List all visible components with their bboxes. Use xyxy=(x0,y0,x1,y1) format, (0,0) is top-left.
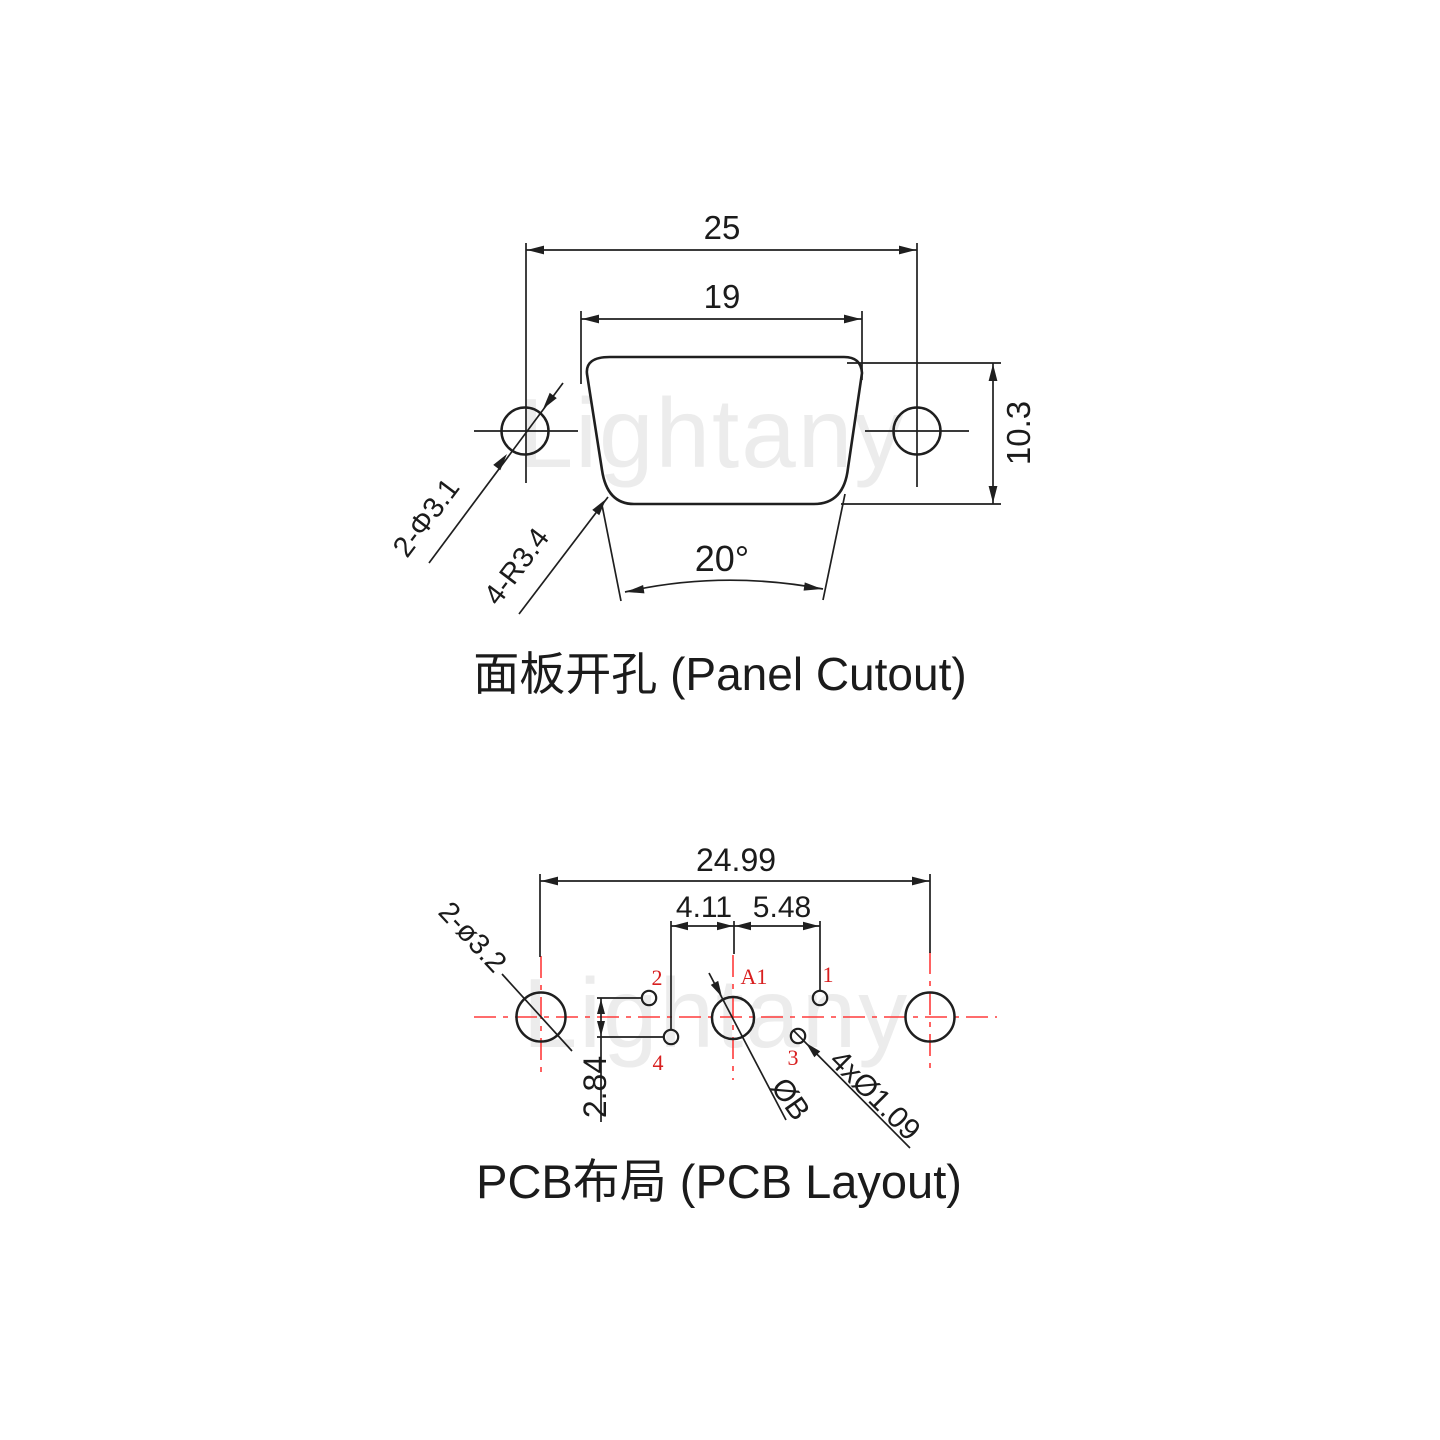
dim-2499-ext-lines xyxy=(539,874,931,957)
panel-hole-left-crosshair xyxy=(474,243,578,483)
dim-angle-text: 20° xyxy=(695,538,749,579)
pcb-pin-3 xyxy=(789,1027,807,1045)
taper-extension-lines xyxy=(601,493,846,602)
pin-label-1: 1 xyxy=(823,962,834,987)
watermark-top: Lightany xyxy=(519,378,906,488)
pin-label-3: 3 xyxy=(788,1045,799,1070)
arrowhead xyxy=(899,245,916,255)
d-cutout-outline xyxy=(585,355,864,506)
dim-284-ext-lines xyxy=(597,997,664,1038)
dim-2499-text: 24.99 xyxy=(696,842,776,878)
panel-cutout-title: 面板开孔 (Panel Cutout) xyxy=(473,648,966,700)
leader-mount-dia-line xyxy=(428,382,564,564)
pcb-hole-a1 xyxy=(710,995,756,1041)
arrowhead xyxy=(527,245,544,255)
arrowhead xyxy=(988,364,998,381)
arrowhead xyxy=(597,999,605,1014)
panel-hole-right-crosshair xyxy=(865,243,969,487)
leader-pcb-mount-line xyxy=(501,973,573,1052)
pcb-mount-hole-right xyxy=(904,991,956,1043)
arrowhead xyxy=(626,585,645,594)
dim-25-text: 25 xyxy=(704,209,741,246)
dim-103-ext-lines xyxy=(841,362,1001,505)
arrowhead xyxy=(672,921,688,931)
dim-19-ext-lines xyxy=(580,311,863,384)
pin-label-a1: A1 xyxy=(741,964,768,989)
label-corner-radius: 4-R3.4 xyxy=(478,522,556,611)
pcb-layout-title: PCB布局 (PCB Layout) xyxy=(476,1155,962,1208)
arrowhead xyxy=(988,486,998,503)
dim-103-text: 10.3 xyxy=(1000,401,1037,465)
pcb-layout-drawing: 24.99 4.11 5.48 2.84 2-ø3.2 ØB 4xØ1.09 2… xyxy=(432,842,997,1208)
arrowhead xyxy=(912,876,929,886)
pin-label-2: 2 xyxy=(652,965,663,990)
arrowhead xyxy=(582,314,599,324)
label-panel-mount-holes: 2-Φ3.1 xyxy=(387,473,466,564)
arrowhead xyxy=(710,980,722,997)
arrowhead xyxy=(543,392,557,409)
arrowhead xyxy=(803,582,822,591)
leader-center-hole-line xyxy=(708,972,787,1121)
pcb-mount-hole-left xyxy=(515,991,567,1043)
leader-radius-line xyxy=(518,496,609,615)
dim-548-text: 5.48 xyxy=(753,891,811,924)
arrowhead xyxy=(735,921,751,931)
label-pcb-mount-holes: 2-ø3.2 xyxy=(432,896,513,979)
watermark-bottom: Lightany xyxy=(523,958,910,1068)
dim-19-text: 19 xyxy=(704,278,741,315)
arrowhead xyxy=(803,921,819,931)
pin-label-4: 4 xyxy=(653,1050,664,1075)
arrowhead xyxy=(806,1043,821,1058)
dim-284-text: 2.84 xyxy=(577,1056,613,1118)
label-center-hole-dia: ØB xyxy=(764,1072,816,1126)
arrowhead xyxy=(592,499,606,516)
taper-arc xyxy=(624,579,824,593)
dim-411-text: 4.11 xyxy=(676,891,732,924)
arrowhead xyxy=(844,314,861,324)
arrowhead xyxy=(541,876,558,886)
arrowhead xyxy=(597,1021,605,1036)
arrowhead xyxy=(717,921,733,931)
arrowhead xyxy=(493,454,507,471)
pcb-pin-1 xyxy=(811,989,829,1007)
